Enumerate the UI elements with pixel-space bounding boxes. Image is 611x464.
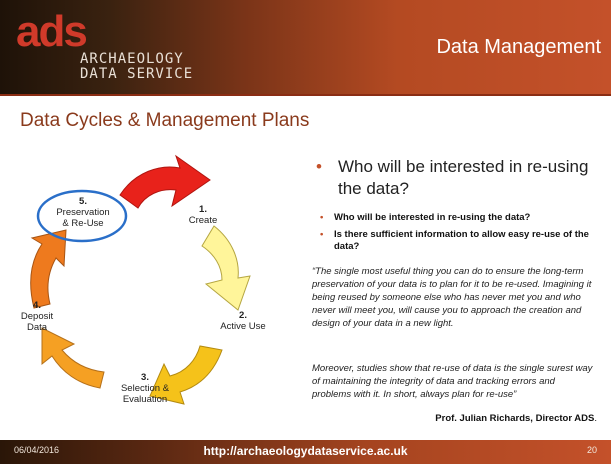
quote-paragraph-2: Moreover, studies show that re-use of da… <box>312 363 593 400</box>
preservation-highlight-ring <box>36 189 128 243</box>
create-arrow <box>119 154 211 209</box>
footer-date: 06/04/2016 <box>14 445 60 455</box>
header-divider <box>0 94 611 96</box>
logo-line-1: ARCHAEOLOGY <box>80 51 184 67</box>
footer-url-link[interactable]: http://archaeologydataservice.ac.uk <box>203 444 408 458</box>
step-create: 1.Create <box>188 204 218 226</box>
section-title: Data Cycles & Management Plans <box>20 110 310 131</box>
sub-bullet-2: • Is there sufficient information to all… <box>320 229 589 252</box>
footer-bar: 06/04/2016 http://archaeologydataservice… <box>0 440 611 464</box>
bullet-dot-icon: • <box>320 229 324 240</box>
step-preservation: 5.Preservation& Re-Use <box>56 196 110 229</box>
selection-arrow <box>149 345 223 405</box>
step-selection: 3.Selection &Evaluation <box>120 372 170 405</box>
step-active-use: 2.Active Use <box>220 310 266 332</box>
preservation-arrow <box>30 229 67 309</box>
active-use-arrow <box>201 225 251 311</box>
data-lifecycle-diagram: 1.Create 2.Active Use 3.Selection &Evalu… <box>0 150 300 420</box>
cycle-arrows <box>30 154 251 405</box>
deposit-arrow <box>41 327 105 389</box>
logo-wordmark: ARCHAEOLOGY DATA SERVICE <box>80 52 193 82</box>
header-title: Data Management <box>436 36 601 58</box>
page-number: 20 <box>586 445 597 455</box>
quote-attribution: Prof. Julian Richards, Director ADS. <box>435 413 597 424</box>
bullet-dot-icon: • <box>316 157 322 176</box>
quote-paragraph-1: “The single most useful thing you can do… <box>312 266 592 329</box>
header-bar: ads ARCHAEOLOGY DATA SERVICE Data Manage… <box>0 0 611 94</box>
ads-logo: ads <box>16 7 88 56</box>
bullet-dot-icon: • <box>320 212 324 223</box>
main-bullet: • Who will be interested in re-using the… <box>316 157 589 198</box>
sub-bullet-1: • Who will be interested in re-using the… <box>320 212 531 223</box>
logo-line-2: DATA SERVICE <box>80 66 194 82</box>
